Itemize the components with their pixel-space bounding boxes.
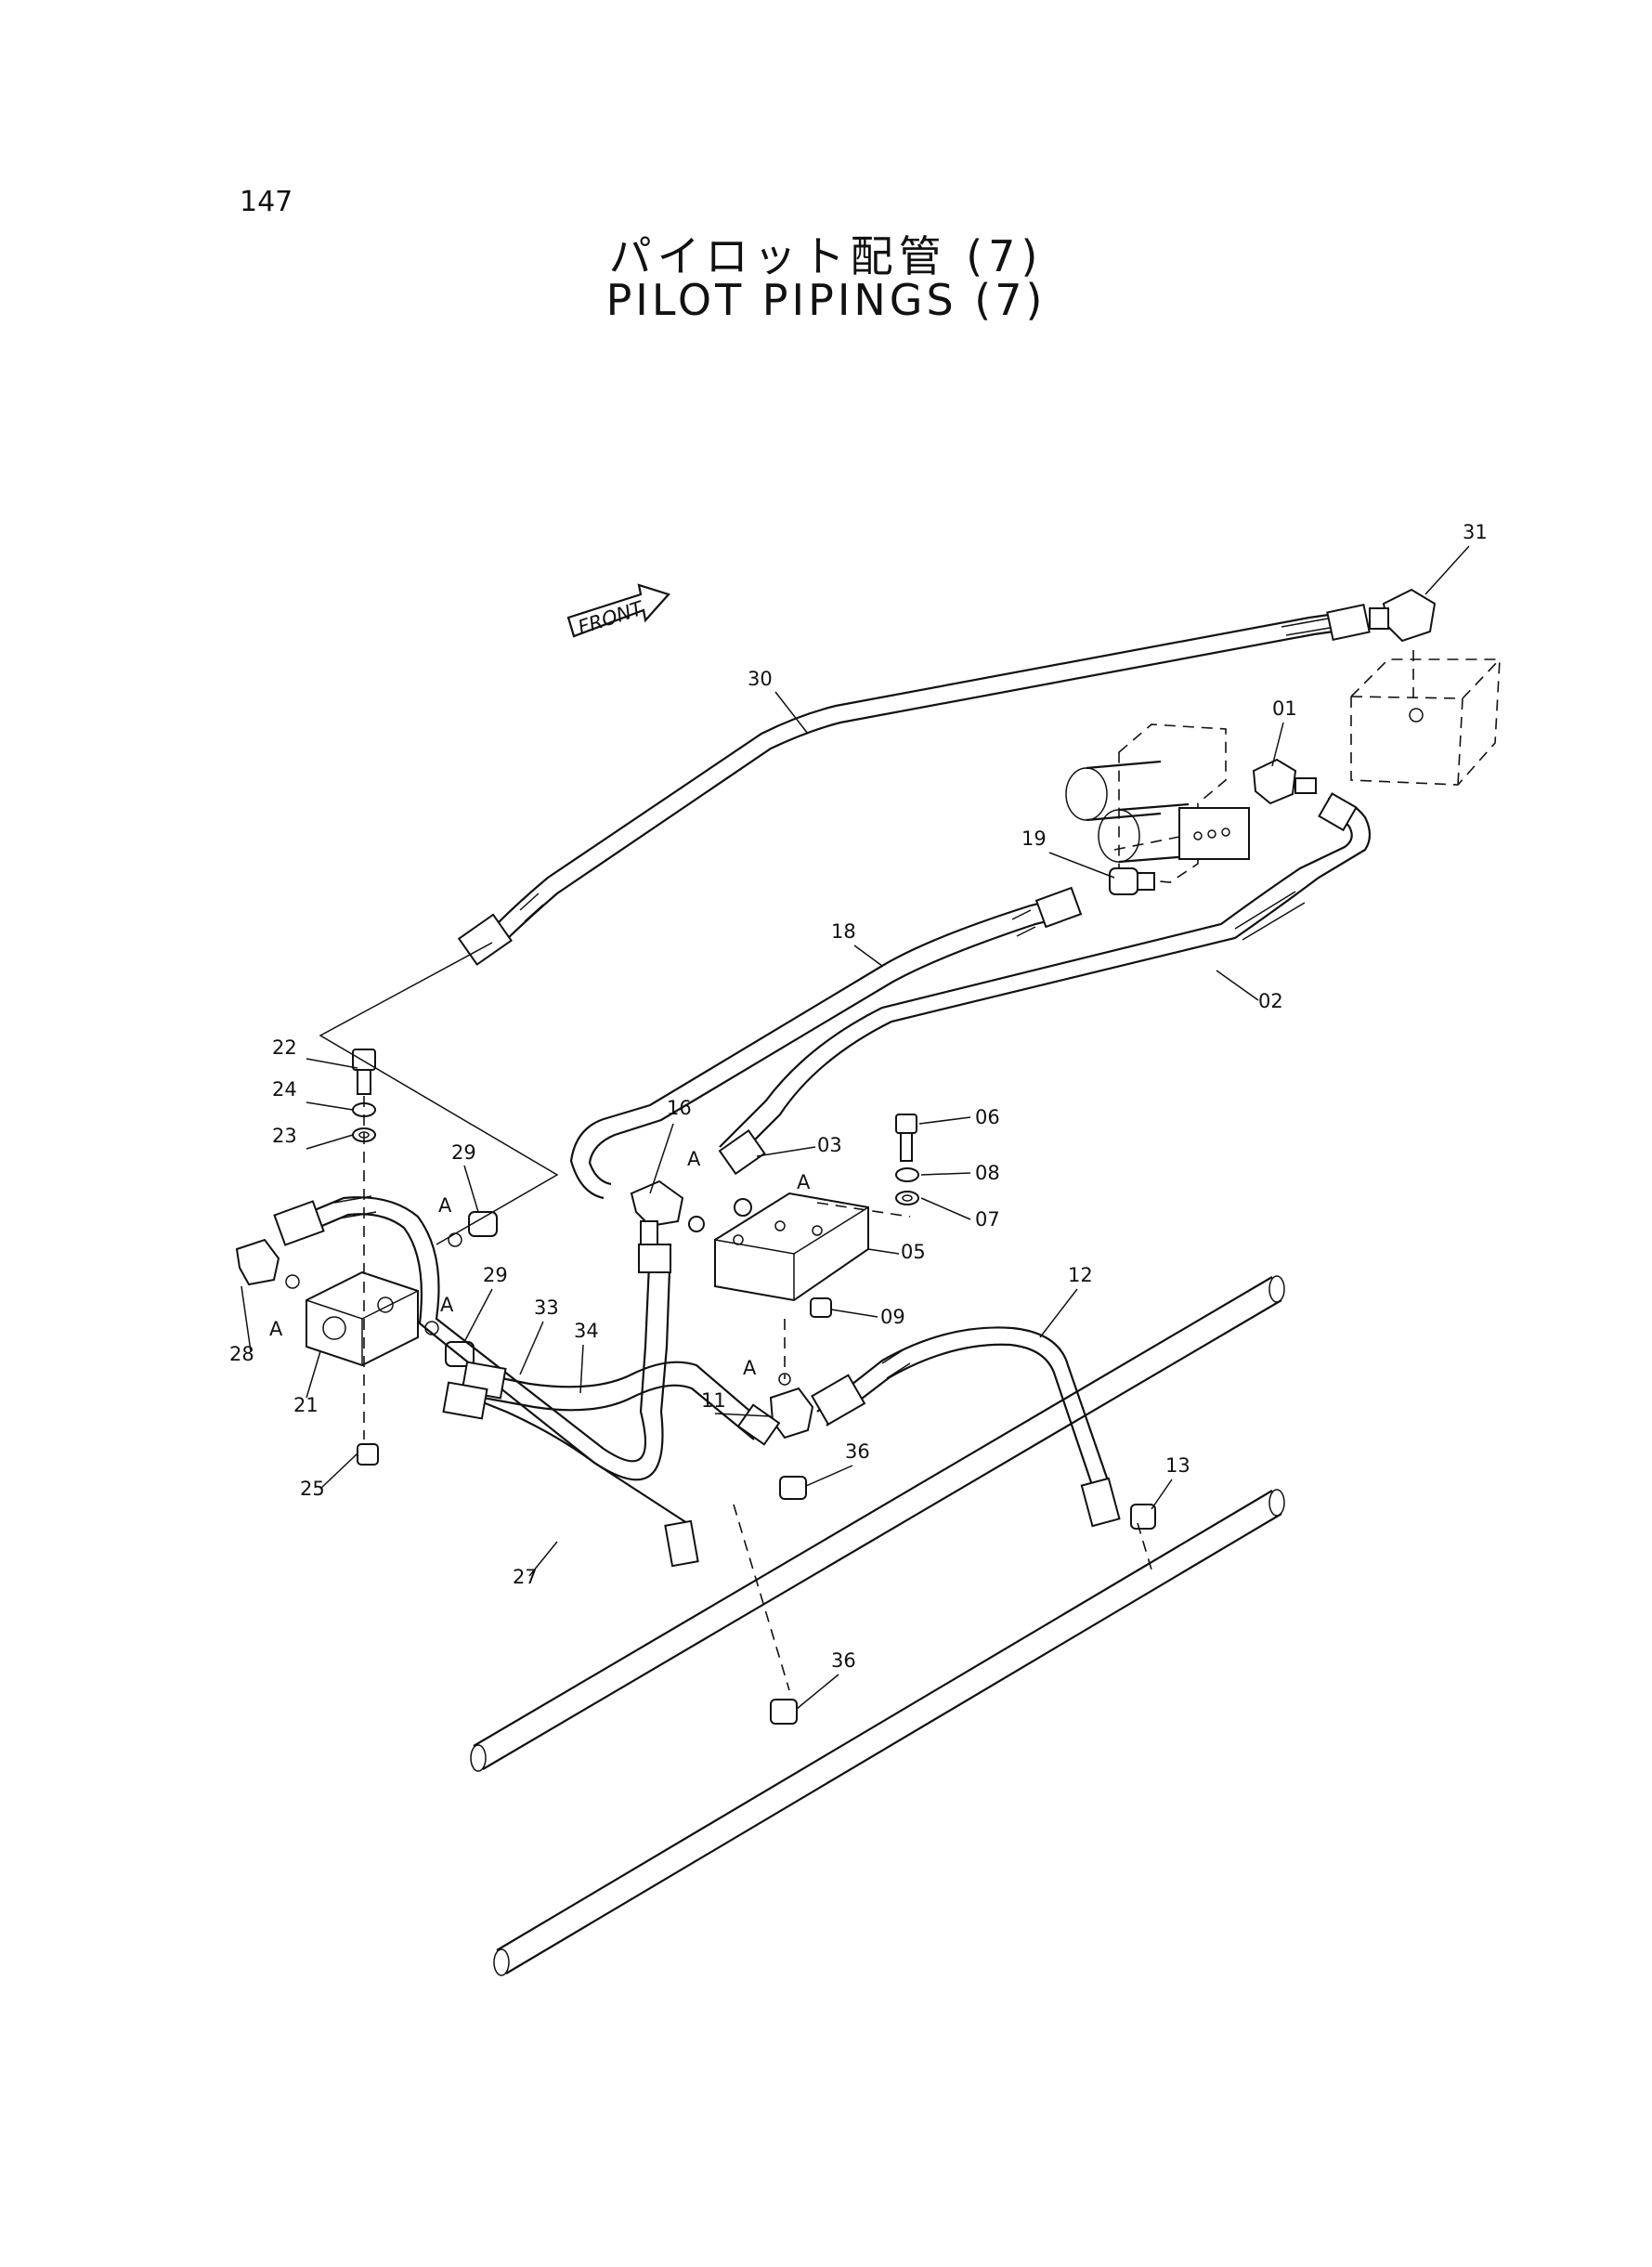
washer-07 [895, 1191, 919, 1205]
pipe-lower [493, 1489, 1285, 1976]
port-label-a: A [438, 1194, 452, 1217]
callout-07: 07 [975, 1208, 1000, 1231]
title-japanese: パイロット配管 (7) [608, 231, 1044, 281]
fitting-36-lower [770, 1699, 798, 1725]
hose-fitting-03 [718, 1128, 766, 1217]
callout-12: 12 [1068, 1264, 1093, 1286]
elbow-28 [235, 1238, 300, 1289]
hose-12 [811, 1326, 1121, 1528]
nut-25 [357, 1443, 379, 1466]
hose-33-34 [442, 1361, 781, 1568]
callout-labels: 31 01 30 19 18 02 22 24 23 16 03 06 08 0… [229, 521, 1488, 1672]
port-markers: A A A A A A [269, 1148, 811, 1379]
title-english: PILOT PIPINGS (7) [605, 275, 1047, 325]
callout-13: 13 [1165, 1454, 1190, 1477]
hose-18 [569, 886, 1083, 1200]
callout-29-upper: 29 [451, 1141, 476, 1164]
callout-08: 08 [975, 1162, 1000, 1184]
front-arrow: FRONT [566, 583, 670, 639]
elbow-01 [1252, 758, 1317, 805]
valve-block [1065, 723, 1250, 883]
callout-36-upper: 36 [845, 1440, 870, 1463]
callout-09: 09 [880, 1306, 905, 1328]
port-label-a: A [687, 1148, 701, 1170]
page-number: 147 [240, 186, 293, 218]
nut-09 [810, 1297, 832, 1318]
callout-02: 02 [1258, 990, 1283, 1012]
callout-23: 23 [272, 1125, 297, 1147]
elbow-11 [769, 1373, 814, 1440]
callout-leaders [241, 545, 1470, 1710]
adapter-13 [1130, 1504, 1156, 1530]
callout-11: 11 [701, 1389, 726, 1412]
port-label-a: A [797, 1171, 811, 1193]
callout-29-lower: 29 [483, 1264, 508, 1286]
callout-36-lower: 36 [831, 1649, 856, 1672]
callout-34: 34 [574, 1320, 599, 1342]
port-label-a: A [440, 1294, 454, 1316]
callout-06: 06 [975, 1106, 1000, 1128]
bolt-06 [895, 1114, 917, 1162]
pipe-upper [470, 1275, 1285, 1772]
hose-02 [719, 792, 1372, 1162]
tee-16 [630, 1179, 705, 1245]
callout-18: 18 [831, 920, 856, 943]
washer-08 [895, 1167, 919, 1182]
callout-31: 31 [1463, 521, 1488, 543]
callout-24: 24 [272, 1078, 297, 1101]
callout-16: 16 [667, 1097, 692, 1119]
fitting-36-upper [779, 1476, 807, 1500]
adapter-19 [1109, 867, 1155, 895]
callout-33: 33 [534, 1296, 559, 1319]
callout-22: 22 [272, 1036, 297, 1059]
callout-27: 27 [513, 1566, 538, 1588]
callout-30: 30 [748, 668, 773, 690]
callout-19: 19 [1021, 827, 1047, 850]
callout-05: 05 [901, 1241, 926, 1263]
tank [1350, 650, 1501, 786]
hose-30 [457, 603, 1371, 966]
elbow-31 [1369, 588, 1437, 643]
callout-03: 03 [817, 1134, 842, 1156]
port-label-a: A [743, 1357, 757, 1379]
callout-01: 01 [1272, 697, 1297, 720]
valve-21 [306, 1270, 419, 1367]
callout-21: 21 [293, 1394, 319, 1416]
leader-lines [319, 835, 1185, 1691]
port-label-a: A [269, 1318, 283, 1340]
adapter-29-upper [448, 1211, 498, 1247]
